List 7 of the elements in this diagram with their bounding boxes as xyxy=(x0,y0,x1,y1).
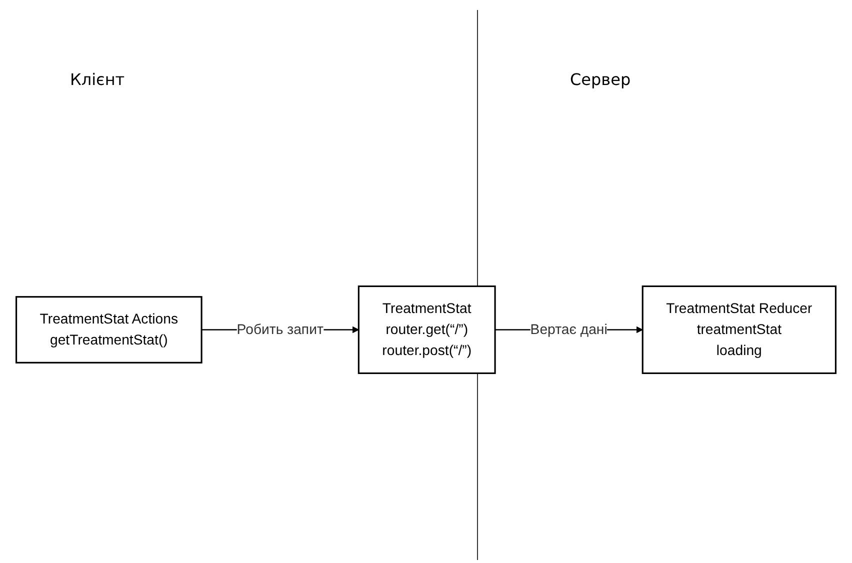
column-heading: Клієнт xyxy=(70,70,125,89)
edge-label: Вертає дані xyxy=(530,322,608,338)
node-box: TreatmentStat Actions getTreatmentStat() xyxy=(16,296,202,364)
column-heading: Сервер xyxy=(570,70,631,89)
edge-label: Робить запит xyxy=(236,322,324,338)
node-box: TreatmentStat router.get(“/”) router.post(“/”) xyxy=(358,286,496,374)
node-box: TreatmentStat Reducer treatmentStat loading xyxy=(642,286,836,374)
